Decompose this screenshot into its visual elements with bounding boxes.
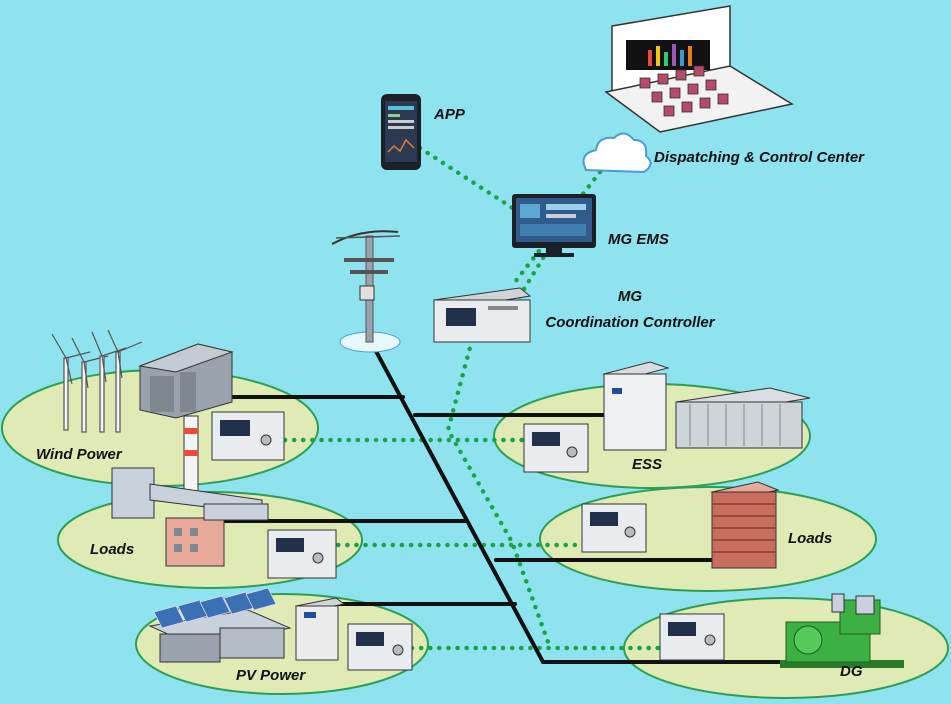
building-icon — [710, 481, 780, 569]
label-loads-right: Loads — [788, 530, 833, 547]
label-mg-coordination-controller: MG Coordination Controller — [544, 284, 716, 336]
controller-dg — [659, 613, 725, 661]
label-dispatch-center: Dispatching & Control Center — [654, 149, 865, 166]
comm-link-app — [417, 145, 531, 221]
factory-icon — [111, 415, 269, 567]
label-pv-power: PV Power — [236, 667, 306, 684]
controller-ess — [523, 423, 589, 473]
label-loads-left: Loads — [90, 541, 135, 558]
controller-wind — [211, 411, 285, 461]
controller-loads-right — [581, 503, 647, 553]
controller-pv — [347, 623, 413, 671]
power-lines — [223, 338, 792, 664]
controller-device-icon — [211, 287, 725, 671]
label-dg: DG — [840, 663, 863, 680]
controller-loads-left — [267, 529, 337, 579]
label-mg-line2: Coordination Controller — [545, 314, 715, 331]
controller-mg — [432, 287, 532, 343]
label-wind-power: Wind Power — [36, 446, 122, 463]
battery-cabinet-icon — [602, 361, 811, 451]
label-app: APP — [434, 106, 465, 123]
cloud-icon — [582, 132, 652, 174]
solar-panel-icon — [148, 587, 346, 663]
monitor-icon — [512, 194, 596, 257]
wind-turbine-icon — [51, 329, 143, 433]
comm-lines — [282, 145, 665, 651]
label-mg-line1: MG — [617, 288, 643, 305]
power-bus — [368, 338, 792, 664]
control-room-icon — [604, 5, 794, 133]
diesel-generator-icon — [780, 593, 904, 668]
comm-link-main — [445, 337, 551, 645]
cabinet-icon — [138, 343, 234, 419]
smartphone-icon — [381, 94, 421, 170]
label-mg-ems: MG EMS — [608, 231, 669, 248]
antenna-tower-icon — [331, 230, 401, 353]
label-ess: ESS — [632, 456, 663, 473]
